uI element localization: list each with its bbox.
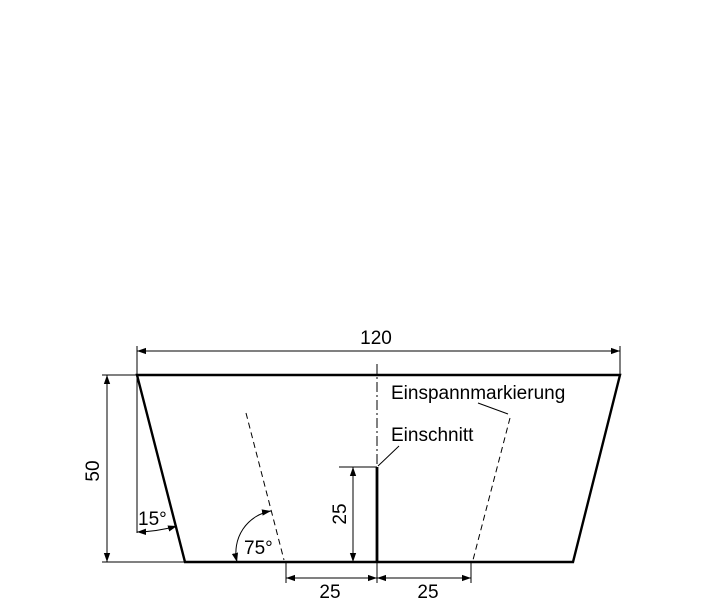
dim-cut-depth-text: 25	[330, 503, 351, 524]
dim-offset-right-text: 25	[417, 582, 438, 600]
leader-clamp-marking	[477, 402, 509, 415]
specimen-outline	[135, 373, 622, 564]
dim-height-text: 50	[83, 460, 104, 481]
label-cut: Einschnitt	[391, 425, 474, 446]
angle-75-text: 75°	[244, 538, 273, 559]
dim-width-text: 120	[360, 328, 392, 349]
clamp-marking-left	[245, 412, 285, 561]
dim-offset-left-text: 25	[319, 582, 340, 600]
clamp-marking-right	[472, 417, 511, 561]
angle-arc-75	[231, 509, 272, 563]
angle-15-text: 15°	[138, 509, 167, 530]
leader-cut	[377, 445, 400, 467]
label-clamp-marking: Einspannmarkierung	[391, 383, 565, 404]
angle-arc-15	[136, 525, 178, 535]
